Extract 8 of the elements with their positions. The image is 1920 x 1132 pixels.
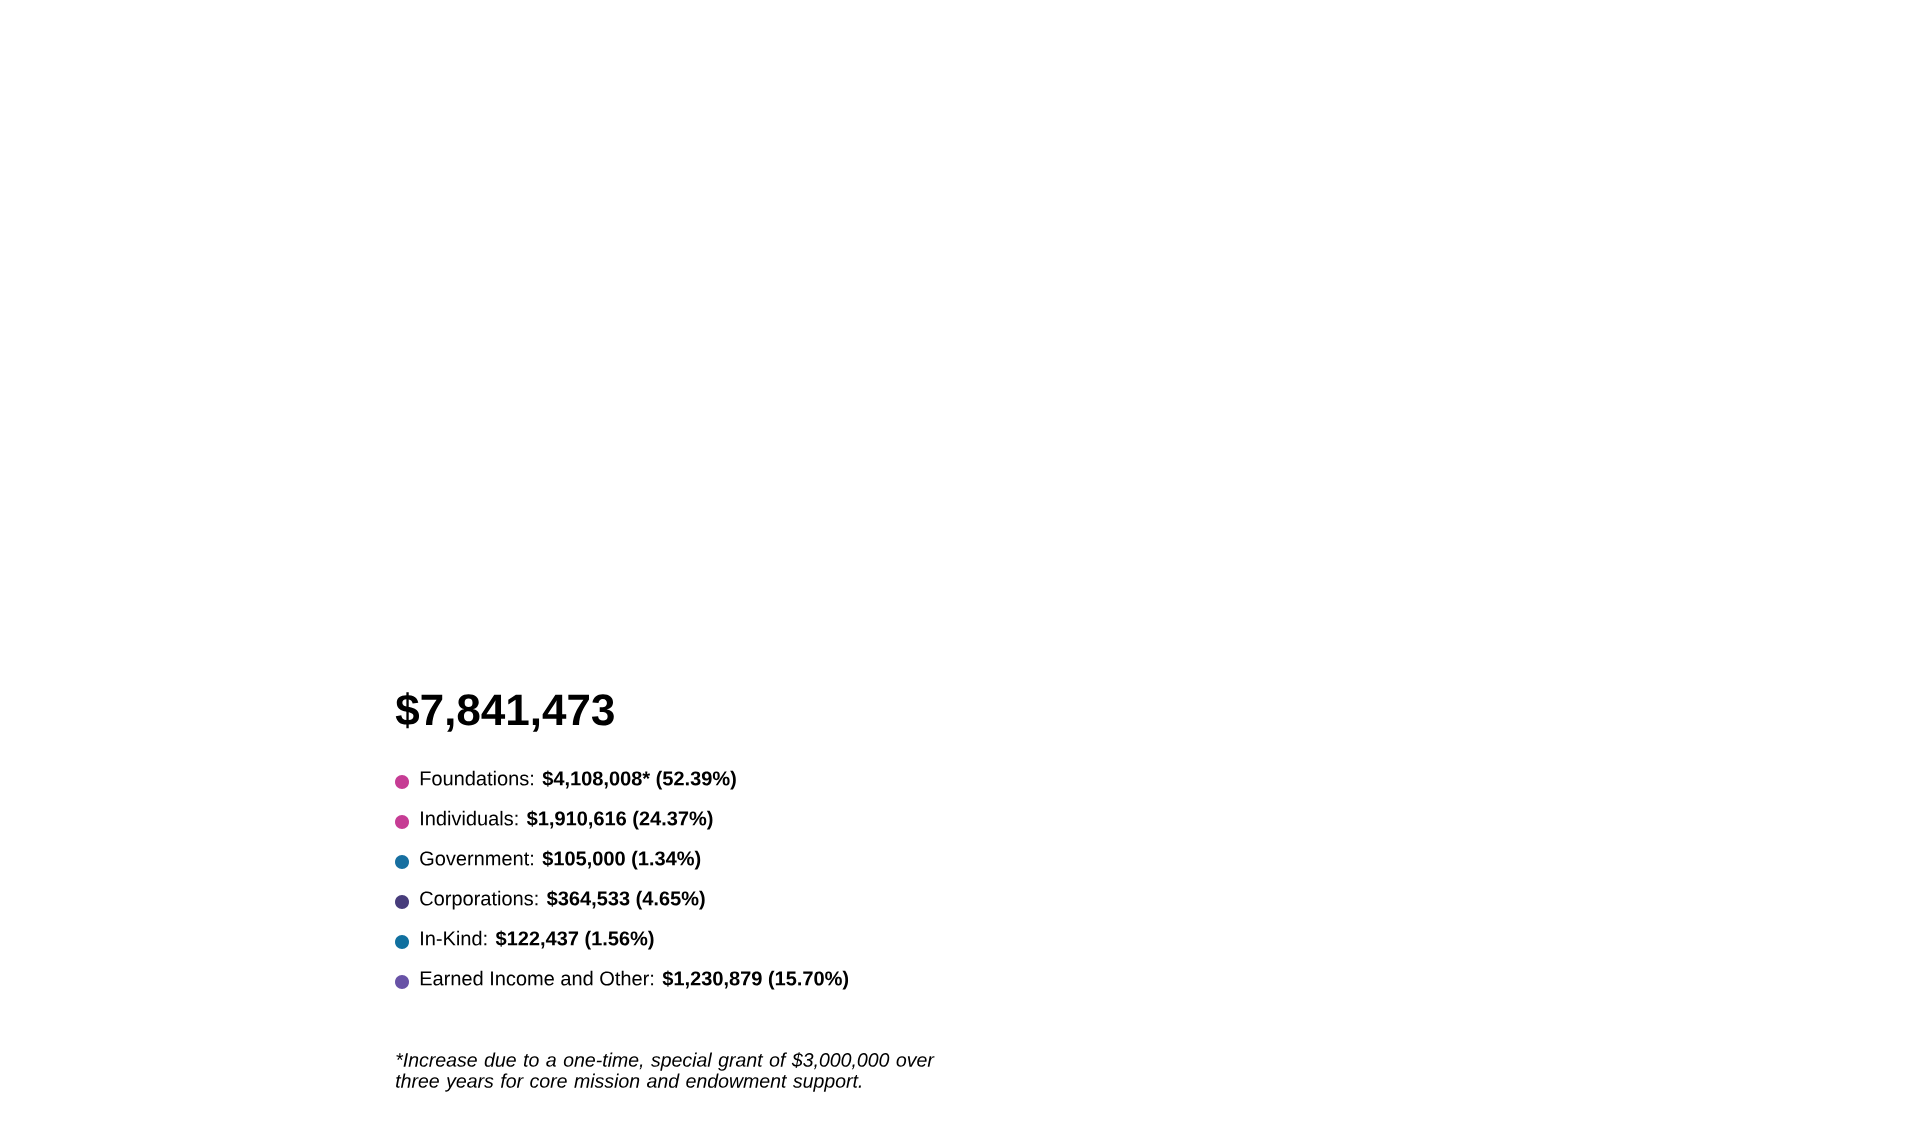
legend-label: In-Kind: $122,437 (1.56%)	[421, 930, 654, 950]
legend-label: Government: $105,000 (1.34%)	[420, 850, 701, 870]
legend-label: Foundations: $4,108,008* (52.39%)	[420, 770, 736, 790]
total-amount: $7,841,473	[395, 692, 614, 732]
legend-label: Earned Income and Other: $1,230,879 (15.70%)	[420, 970, 849, 990]
legend-label: Corporations: $364,533 (4.65%)	[420, 890, 705, 910]
legend-label: Individuals: $1,910,616 (24.37%)	[421, 810, 713, 830]
footnote: *Increase due to a one-time, special grant of $3,000,000 over three years for core mission and endowment support.	[396, 1052, 935, 1092]
